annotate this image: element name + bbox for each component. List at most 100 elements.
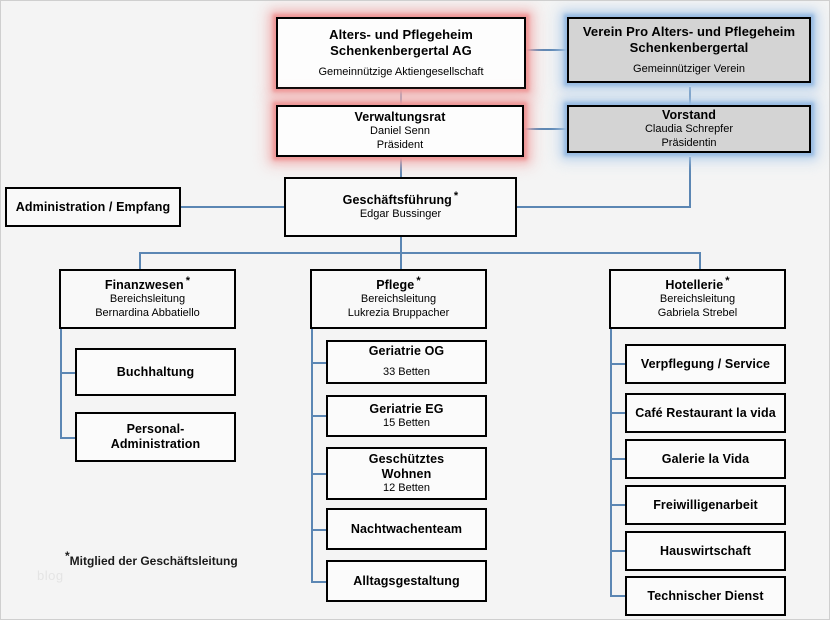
unit-title-line1: Alltagsgestaltung [353,573,460,588]
box-unit[interactable]: Geriatrie EG 15 Betten [326,395,487,437]
box-unit[interactable]: Verpflegung / Service [625,344,786,384]
committee-person: Claudia Schrepfer [644,123,734,135]
department-title-row: Pflege* [376,274,421,293]
connector-hotellerie-unit-6 [610,595,626,597]
unit-title-line1: Geriatrie OG [368,344,445,359]
connector-pflege-unit-2 [311,415,327,417]
connector-hotellerie-spine [610,329,612,595]
connector-pflege-unit-5 [311,581,327,583]
department-person: Lukrezia Bruppacher [347,306,450,319]
unit-title-line1: Technischer Dienst [647,588,764,603]
department-role: Bereichsleitung [109,293,186,305]
connector-hotellerie-unit-5 [610,550,626,552]
department-title: Finanzwesen [104,278,184,292]
unit-title-line1: Personal- [126,422,185,436]
box-unit[interactable]: Hauswirtschaft [625,531,786,571]
committee-role: Präsidentin [661,136,717,149]
department-person: Bernardina Abbatiello [95,306,200,319]
connector-finanzwesen-unit-1 [60,372,76,374]
box-unit[interactable]: Freiwilligenarbeit [625,485,786,525]
unit-title-line1: Café Restaurant la vida [635,405,776,420]
connector-bus-to-pflege [400,252,402,269]
connector-department-bus [139,252,701,254]
box-board[interactable]: Verwaltungsrat Daniel Senn Präsident [276,105,524,157]
box-administration[interactable]: Administration / Empfang [5,187,181,227]
unit-title-line1: Geriatrie EG [369,401,444,416]
box-unit[interactable]: Buchhaltung [75,348,236,396]
box-association[interactable]: Verein Pro Alters- und Pflegeheim Schenk… [567,17,811,83]
unit-title-line1: Hauswirtschaft [659,543,751,558]
unit-title-line1: Freiwilligenarbeit [653,497,758,512]
box-unit[interactable]: Galerie la Vida [625,439,786,479]
box-department-finanzwesen[interactable]: Finanzwesen* Bereichsleitung Bernardina … [59,269,236,329]
unit-title-line1: Galerie la Vida [661,451,750,466]
connector-management-down [400,237,402,254]
footnote-star: * [65,549,70,563]
unit-title-line2: Administration [110,437,201,451]
management-title: Geschäftsführung [342,192,452,207]
footnote-text: Mitglied der Geschäftsleitung [69,554,238,568]
department-role: Bereichsleitung [659,293,736,305]
box-unit[interactable]: Geschütztes Wohnen 12 Betten [326,447,487,500]
board-role: Präsident [376,138,424,151]
unit-detail: 12 Betten [382,481,431,494]
association-title-line1: Verein Pro Alters- und Pflegeheim [582,23,796,39]
box-company[interactable]: Alters- und Pflegeheim Schenkenbergertal… [276,17,526,89]
company-title-line1: Alters- und Pflegeheim [329,26,473,42]
box-unit[interactable]: Technischer Dienst [625,576,786,616]
connector-committee-down [689,157,691,207]
department-title-row: Hotellerie* [665,274,730,293]
footnote-legend: *Mitglied der Geschäftsleitung [65,550,238,568]
box-management[interactable]: Geschäftsführung* Edgar Bussinger [284,177,517,237]
connector-finanzwesen-unit-2 [60,437,76,439]
connector-hotellerie-unit-3 [610,458,626,460]
box-unit[interactable]: Nachtwachenteam [326,508,487,550]
management-star: * [453,189,459,202]
department-person: Gabriela Strebel [657,306,738,319]
connector-hotellerie-unit-4 [610,504,626,506]
department-star: * [185,274,191,287]
company-subtitle: Gemeinnützige Aktiengesellschaft [318,65,484,78]
box-unit[interactable]: Alltagsgestaltung [326,560,487,602]
connector-pflege-unit-4 [311,529,327,531]
department-title: Hotellerie [665,278,724,292]
department-star: * [725,274,730,287]
box-department-hotellerie[interactable]: Hotellerie* Bereichsleitung Gabriela Str… [609,269,786,329]
unit-title-line1: Geschütztes [368,451,445,466]
connector-finanzwesen-spine [60,329,62,439]
board-title: Verwaltungsrat [354,110,446,124]
connector-pflege-unit-1 [311,362,327,364]
unit-title-line2: Wohnen [381,466,432,481]
box-unit[interactable]: Café Restaurant la vida [625,393,786,433]
connector-committee-to-management [517,206,691,208]
box-committee[interactable]: Vorstand Claudia Schrepfer Präsidentin [567,105,811,153]
unit-title-line1: Buchhaltung [116,364,195,379]
connector-pflege-spine [311,329,313,582]
department-title-row: Finanzwesen* [104,274,191,293]
box-unit[interactable]: Geriatrie OG 33 Betten [326,340,487,384]
connector-bus-to-hotellerie [699,252,701,269]
unit-title-line1: Verpflegung / Service [640,356,771,371]
connector-administration-to-management [181,206,285,208]
company-title-line2: Schenkenbergertal AG [330,42,472,58]
connector-company-to-association [525,49,569,51]
connector-hotellerie-unit-1 [610,363,626,365]
unit-detail: 33 Betten [382,366,431,379]
watermark-label: blog [37,568,64,583]
box-unit[interactable]: Personal- Administration [75,412,236,462]
box-department-pflege[interactable]: Pflege* Bereichsleitung Lukrezia Bruppac… [310,269,487,329]
unit-title-line1: Nachtwachenteam [350,521,463,536]
connector-pflege-unit-3 [311,473,327,475]
connector-bus-to-finanzwesen [139,252,141,269]
association-title-line2: Schenkenbergertal [629,39,749,55]
department-title: Pflege [376,278,415,292]
department-star: * [416,274,421,287]
management-person: Edgar Bussinger [359,207,442,220]
committee-title: Vorstand [661,108,717,122]
association-subtitle: Gemeinnütziger Verein [633,62,745,75]
board-person: Daniel Senn [370,125,430,137]
connector-association-to-committee [689,87,691,107]
unit-detail: 15 Betten [382,416,431,429]
connector-board-to-management [400,157,402,177]
